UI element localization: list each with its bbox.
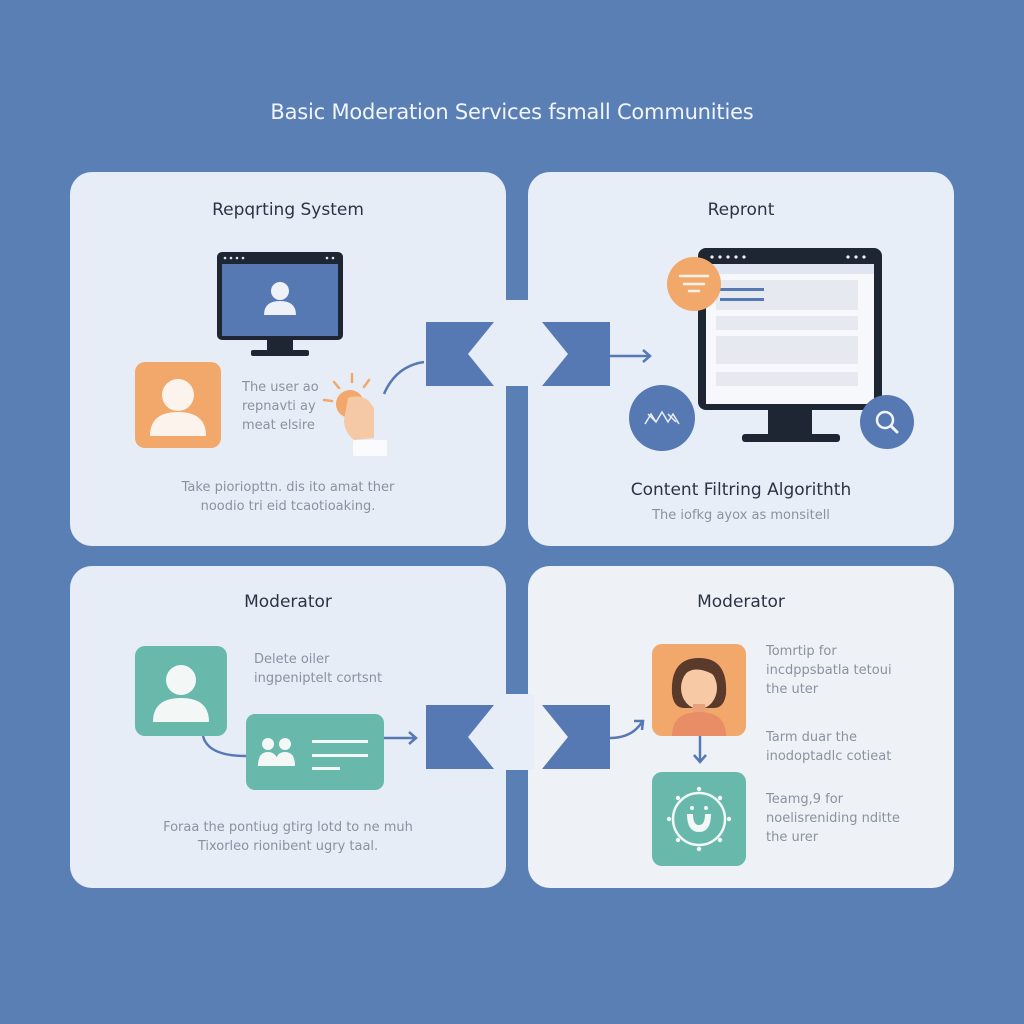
card-content-filtering: Repront bbox=[528, 172, 954, 546]
filter-icon bbox=[666, 256, 722, 312]
top-bridge bbox=[500, 300, 534, 386]
search-icon bbox=[859, 394, 915, 450]
bottom-bridge bbox=[500, 694, 534, 770]
bottom-connector-shape bbox=[426, 705, 610, 769]
browser-monitor-icon bbox=[698, 248, 884, 444]
woman-avatar-icon bbox=[652, 644, 746, 736]
top-connector-shape bbox=[426, 322, 610, 386]
monitor-user-icon bbox=[217, 252, 343, 358]
card-title: Repqrting System bbox=[212, 200, 364, 220]
side-text: Delete oiler ingpeniptelt cortsnt bbox=[254, 652, 383, 686]
card-caption: Take pioriopttn. dis ito amat ther noodi… bbox=[181, 480, 395, 514]
card-caption: The iofkg ayox as monsitell bbox=[652, 508, 830, 523]
text-block-1: Tomrtip for incdppsbatla tetoui the uter bbox=[766, 644, 892, 697]
page-title: Basic Moderation Services fsmall Communi… bbox=[270, 100, 754, 124]
gear-badge-icon bbox=[652, 772, 746, 866]
arrow-down-icon bbox=[693, 736, 707, 764]
pattern-icon bbox=[628, 384, 696, 452]
user-avatar-icon bbox=[135, 646, 227, 736]
user-avatar-icon bbox=[135, 362, 221, 448]
arrow-right-icon bbox=[608, 349, 652, 363]
connector-curve bbox=[201, 735, 247, 758]
text-block-2: Tarm duar the inodoptadlc cotieat bbox=[766, 730, 892, 764]
card-moderator-right: Moderator Tomrtip for bbox=[528, 566, 954, 888]
card-title: Moderator bbox=[244, 592, 332, 612]
user-group-card-icon bbox=[246, 714, 384, 790]
card-title: Moderator bbox=[697, 592, 785, 612]
card-caption: Foraa the pontiug gtirg lotd to ne muh T… bbox=[163, 820, 413, 854]
side-text: The user ao repnavti ay meat elsire bbox=[242, 380, 319, 433]
text-block-3: Teamg,9 for noelisreniding nditte the ur… bbox=[766, 792, 900, 845]
tap-hand-icon bbox=[320, 368, 400, 464]
arrow-curve-icon bbox=[609, 719, 645, 740]
arrow-right-icon bbox=[384, 731, 418, 745]
connector-curve bbox=[382, 360, 425, 395]
algorithm-heading: Content Filtring Algorithth bbox=[630, 480, 852, 500]
card-title: Repront bbox=[707, 200, 775, 220]
